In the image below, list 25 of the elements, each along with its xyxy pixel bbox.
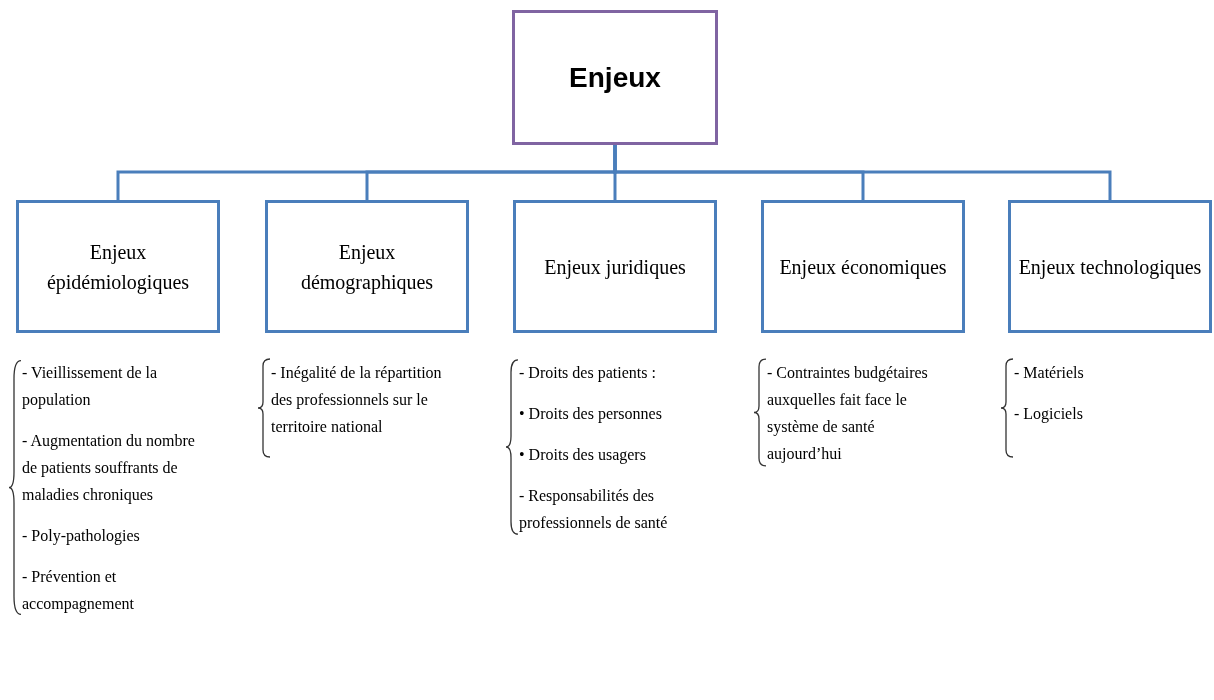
category-box [16,200,220,333]
list-item-text: - Prévention et accompagnement [22,567,135,615]
list-item-text: - Responsabilités des professionnels de santé [519,486,669,534]
title-text: Enjeux [569,60,661,95]
list-item-text: - Matériels [1014,363,1084,383]
category-box [513,200,717,333]
category-label: Enjeux juridiques [544,254,686,281]
category-box [265,200,469,333]
category-label: Enjeux technologiques [1018,254,1202,281]
list-item-text: - Contraintes budgétaires auxquelles fait face le système de santé aujourd’hui [767,363,929,465]
list-item-text: - Inégalité de la répartition des professionnels sur le territoire national [271,363,443,437]
list-item-text: • Droits des personnes [519,404,663,425]
list-item-text: - Augmentation du nombre de patients souffrants de maladies chroniques [22,431,196,506]
category-box [761,200,965,333]
list-item-text: - Vieillissement de la population [22,363,159,411]
category-label: Enjeux économiques [779,254,947,281]
list-item-text: - Droits des patients : [519,363,657,384]
list-item-text: - Logiciels [1014,404,1084,425]
title-box [512,10,718,145]
category-label: Enjeux épidémiologiques [45,239,191,296]
category-box [1008,200,1212,333]
list-item-text: • Droits des usagers [519,445,647,466]
list-item-text: - Poly-pathologies [22,526,141,547]
category-label: Enjeux démographiques [299,239,435,296]
connector-line [613,145,1112,200]
